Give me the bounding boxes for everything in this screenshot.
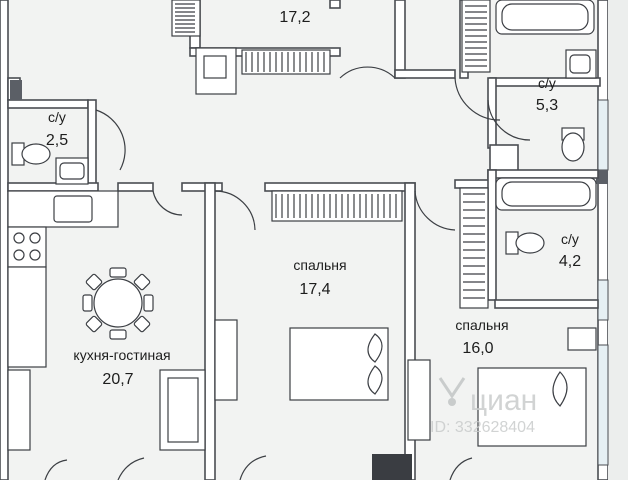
bath-large-area: 5,3 bbox=[536, 97, 558, 114]
bath-large-label: с/у bbox=[538, 75, 556, 91]
wardrobes bbox=[171, 0, 491, 309]
watermark-id: ID: 332628404 bbox=[430, 419, 535, 436]
bath-left-label: с/у bbox=[48, 109, 66, 125]
plumbing bbox=[11, 0, 597, 255]
bath-left-area: 2,5 bbox=[46, 132, 68, 149]
watermark-brand: циан bbox=[470, 384, 537, 417]
kitchen-furniture bbox=[7, 190, 206, 451]
bedroom-right-area: 16,0 bbox=[462, 340, 493, 357]
bedroom-right-label: спальня bbox=[455, 317, 508, 333]
lower-details bbox=[44, 454, 473, 480]
kitchen-living-area: 20,7 bbox=[102, 371, 133, 388]
bath-small-area: 4,2 bbox=[559, 253, 581, 270]
bath-small-label: с/у bbox=[561, 231, 579, 247]
bedroom-center-area: 17,4 bbox=[299, 281, 330, 298]
bedroom-furniture bbox=[214, 319, 597, 447]
bedroom-center-label: спальня bbox=[293, 257, 346, 273]
watermark-logo-icon bbox=[438, 377, 466, 406]
watermark: циан ID: 332628404 bbox=[430, 377, 537, 436]
kitchen-living-label: кухня-гостиная bbox=[73, 347, 170, 363]
room-top-area: 17,2 bbox=[279, 9, 310, 26]
